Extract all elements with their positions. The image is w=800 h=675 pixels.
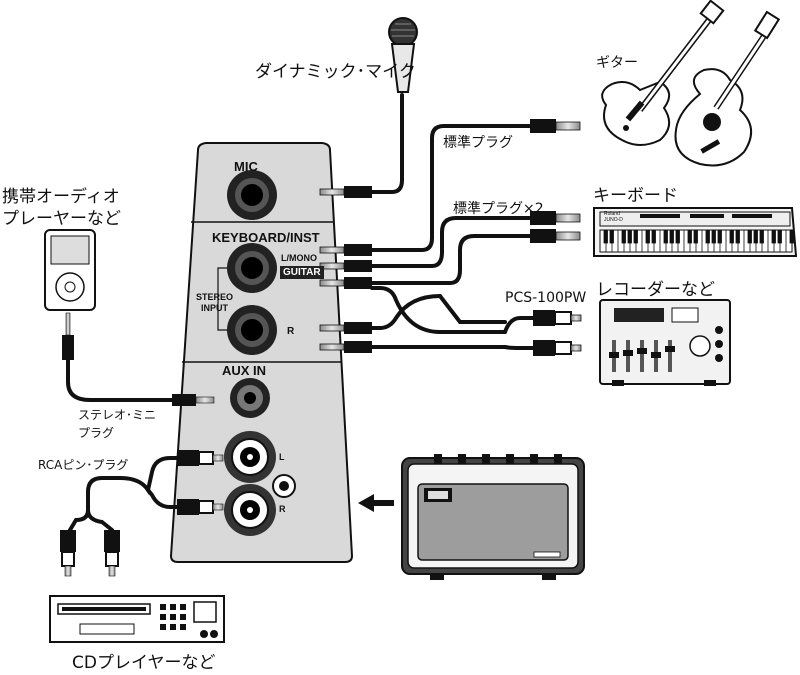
- keyboard-inst-panel-label: KEYBOARD/INST: [212, 230, 320, 245]
- standard-plug-label: 標準プラグ: [443, 135, 513, 151]
- keyboard-inst-r-jack: [227, 305, 277, 355]
- stereo-mini-cable: [66, 358, 174, 402]
- amplifier-illustration: [401, 454, 585, 580]
- keyboard-brand: Roland JUNO-D: [604, 211, 623, 223]
- rear-view-arrow: [358, 494, 394, 512]
- rca-l-jack: [224, 431, 276, 483]
- keyboard-inst-l-jack: [227, 243, 277, 293]
- l-mono-panel-label: L/MONO: [281, 253, 317, 263]
- rca-cable-l: [68, 456, 197, 532]
- amplifier-knobs: [434, 454, 562, 464]
- guitar-label: ギター: [596, 55, 638, 71]
- dynamic-mic-label: ダイナミック･マイク: [255, 62, 416, 82]
- keyboard-label: キーボード: [593, 186, 678, 206]
- stereo-input-panel-label: STEREO INPUT: [196, 292, 234, 313]
- plugs: [60, 119, 582, 577]
- rca-r-panel-label: R: [279, 504, 286, 514]
- pcs-cable-r: [370, 293, 507, 330]
- cd-player-buttons: [160, 604, 186, 630]
- portable-audio-player-illustration: [44, 229, 96, 311]
- ground-knob: [272, 474, 296, 498]
- keyboard-cable-r: [370, 234, 534, 285]
- cables: [66, 93, 537, 532]
- rca-l-panel-label: L: [279, 452, 285, 462]
- keyboard-black-key: [789, 229, 794, 244]
- guitar-badge: GUITAR: [280, 266, 324, 279]
- dynamic-mic-illustration: [388, 17, 418, 93]
- standard-plug-x2-label: 標準プラグ×2: [453, 201, 544, 217]
- rca-r-jack: [224, 484, 276, 536]
- keyboard-cable-l: [370, 216, 534, 268]
- portable-audio-label: 携帯オーディオ プレーヤーなど: [2, 187, 121, 229]
- recorder-faders: [609, 340, 675, 372]
- pcs-cable-l: [370, 286, 507, 334]
- aux-in-panel-label: AUX IN: [222, 363, 267, 378]
- cd-player-label: CDプレイヤーなど: [72, 653, 216, 673]
- aux-in-jack: [230, 378, 270, 418]
- recorder-illustration: [599, 299, 731, 386]
- rca-cable-split: [86, 508, 114, 532]
- guitar-cable: [370, 124, 534, 252]
- recorder-label: レコーダーなど: [596, 280, 715, 300]
- stereo-mini-plug-label: ステレオ･ミニ プラグ: [78, 408, 157, 440]
- mic-cable: [370, 93, 404, 194]
- electric-guitar-illustration: [601, 0, 725, 146]
- pcs-split-upper: [503, 316, 537, 334]
- keyboard-illustration: [593, 207, 798, 257]
- r-panel-label: R: [287, 326, 295, 337]
- mic-jack: [227, 170, 277, 220]
- rca-cable-r: [146, 488, 197, 509]
- cd-player-illustration: [49, 595, 225, 643]
- rca-pin-plug-label: RCAピン･プラグ: [38, 458, 129, 472]
- mic-panel-label: MIC: [234, 159, 258, 174]
- pcs-split-lower: [503, 345, 537, 350]
- pcs-100pw-label: PCS-100PW: [505, 290, 587, 306]
- acoustic-guitar-illustration: [674, 10, 781, 167]
